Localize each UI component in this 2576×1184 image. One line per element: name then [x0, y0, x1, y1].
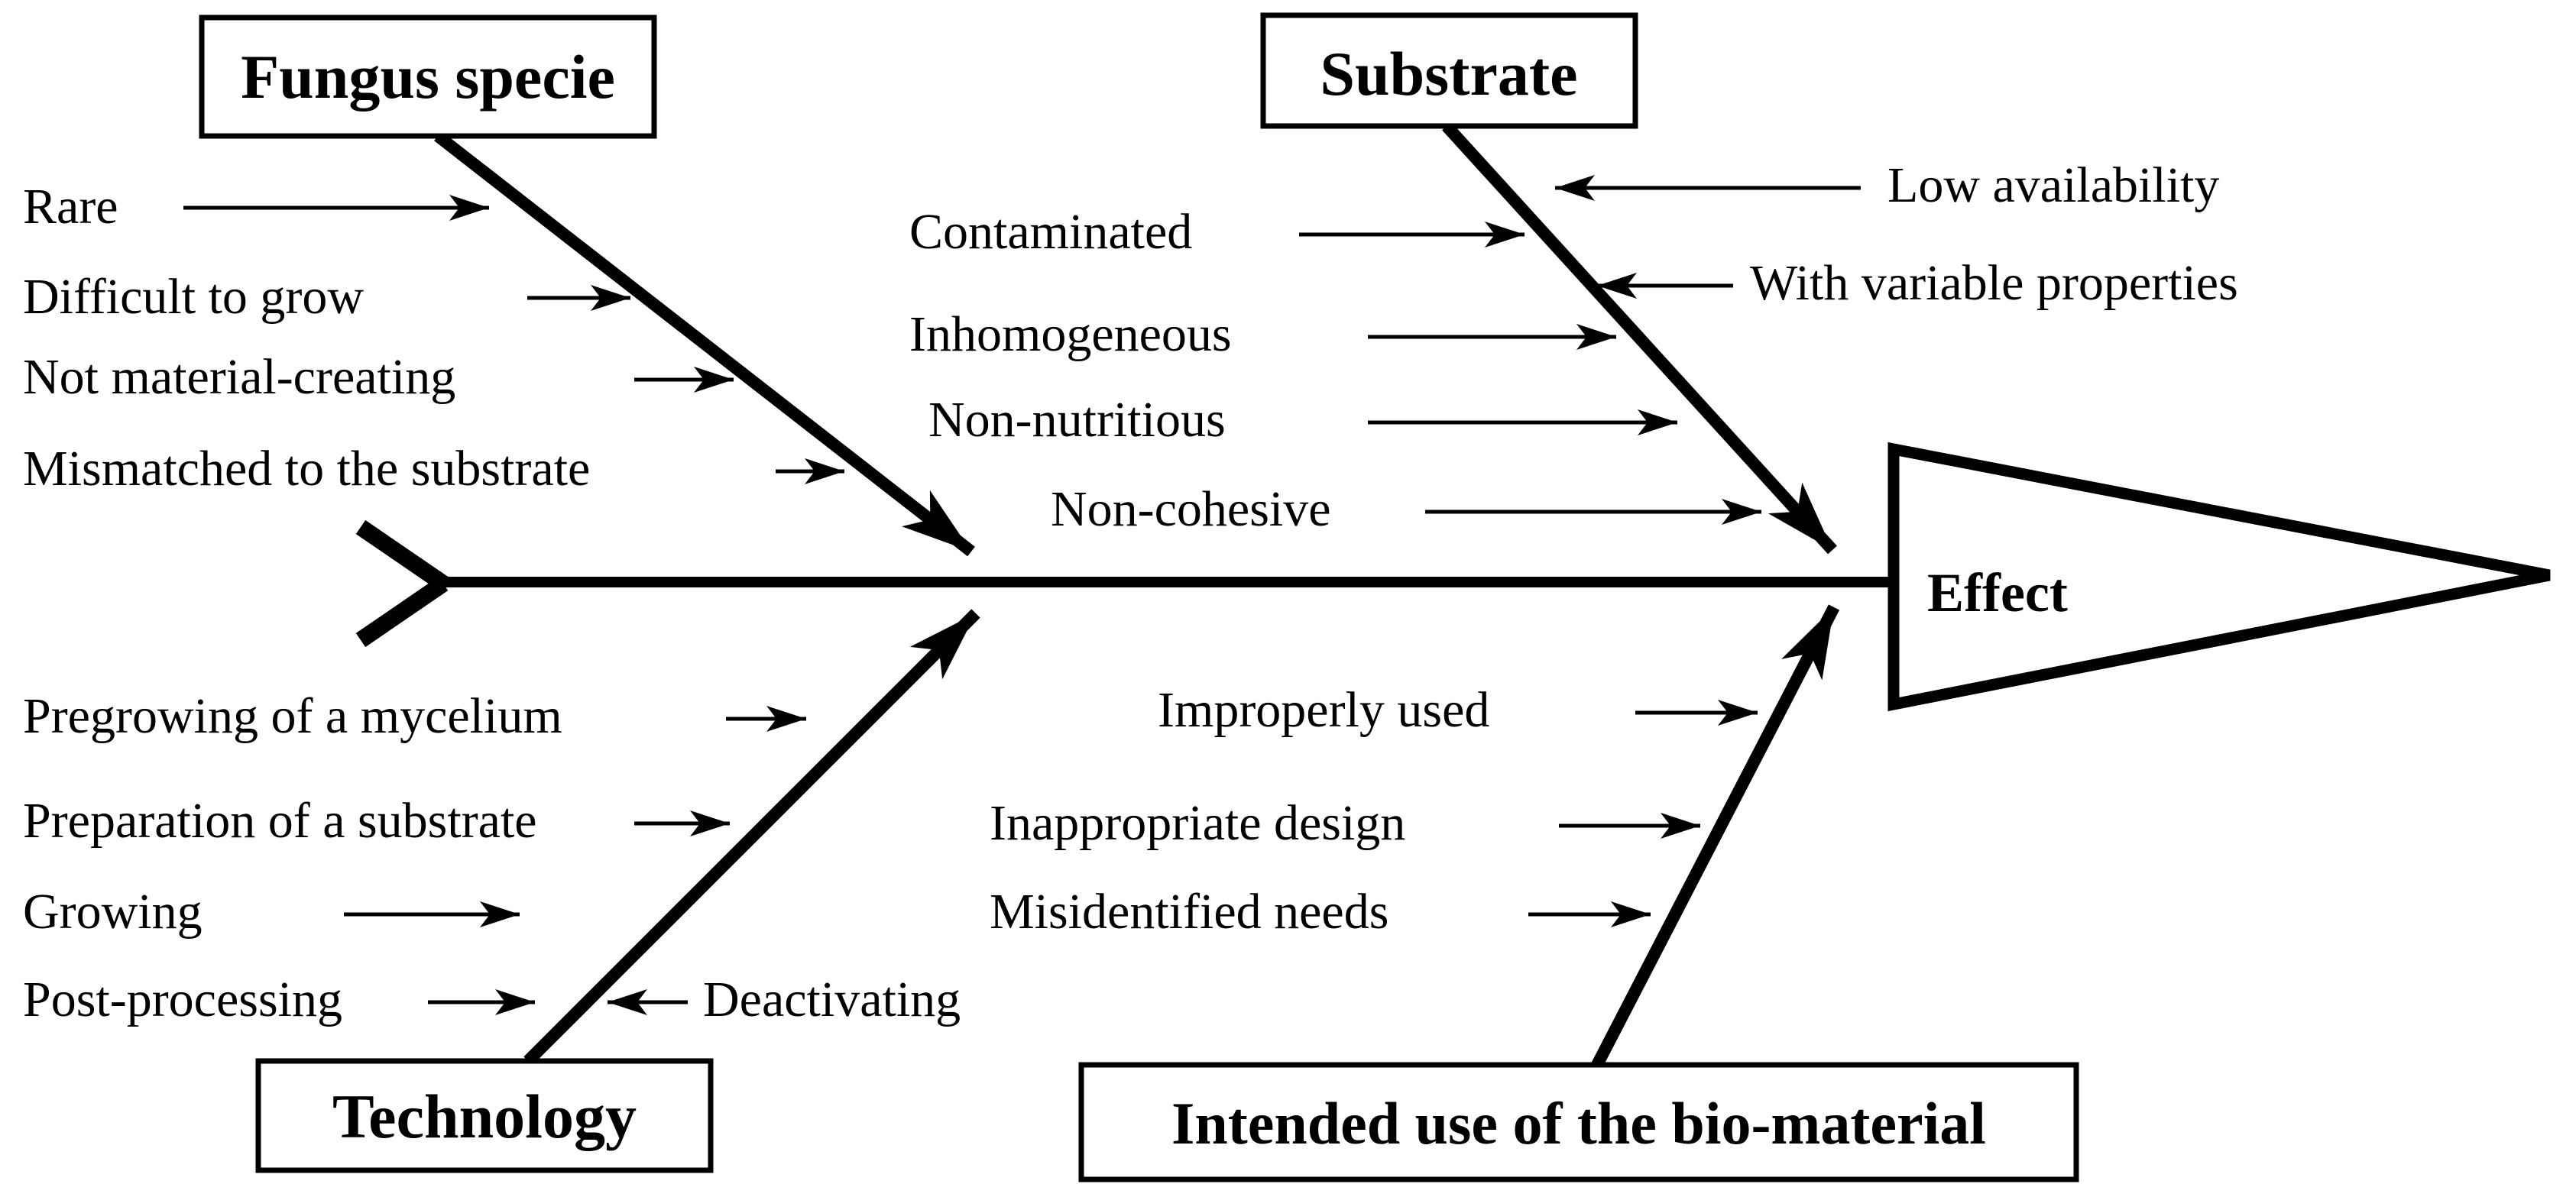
- fungus-branch-line: [434, 131, 975, 557]
- substrate-box: [1260, 12, 1638, 129]
- cause-label-non-cohesive: Non-cohesive: [1051, 481, 1331, 537]
- cause-label-difficult-to-grow: Difficult to grow: [23, 269, 364, 325]
- spine-group: [355, 519, 1889, 648]
- technology-box-label: Technology: [332, 1082, 637, 1151]
- cause-label-with-variable-properties: With variable properties: [1750, 255, 2238, 311]
- category-fungus: Fungus specie Rare Difficult to grow Not…: [23, 15, 975, 557]
- effect-triangle: [1887, 442, 2551, 712]
- category-intended-use: Intended use of the bio-material Imprope…: [990, 604, 2079, 1182]
- tail-upper-line: [355, 519, 449, 591]
- cause-label-pregrowing-mycelium: Pregrowing of a mycelium: [23, 688, 562, 744]
- cause-label-improperly-used: Improperly used: [1158, 682, 1489, 738]
- cause-label-low-availability: Low availability: [1887, 157, 2219, 213]
- fungus-box-label: Fungus specie: [241, 42, 615, 112]
- cause-label-non-nutritious: Non-nutritious: [928, 392, 1226, 448]
- cause-label-rare: Rare: [23, 179, 118, 235]
- intended-use-branch-line: [1591, 604, 1840, 1068]
- category-substrate: Substrate Contaminated Inhomogeneous Non…: [909, 12, 2238, 555]
- cause-label-inhomogeneous: Inhomogeneous: [909, 306, 1232, 362]
- substrate-box-label: Substrate: [1320, 39, 1577, 108]
- intended-use-box: [1078, 1062, 2079, 1182]
- substrate-branch-line: [1442, 121, 1837, 555]
- cause-label-misidentified-needs: Misidentified needs: [990, 884, 1388, 940]
- cause-label-deactivating: Deactivating: [703, 972, 961, 1027]
- tail-lower-line: [355, 576, 449, 648]
- category-technology: Technology Pregrowing of a mycelium Prep…: [23, 609, 980, 1173]
- effect-head: Effect: [1887, 442, 2551, 712]
- cause-label-preparation-substrate: Preparation of a substrate: [23, 793, 537, 849]
- fungus-box: [199, 15, 657, 139]
- cause-label-post-processing: Post-processing: [23, 972, 342, 1027]
- cause-label-mismatched-to-substrate: Mismatched to the substrate: [23, 441, 590, 497]
- technology-branch-line: [523, 609, 980, 1066]
- cause-label-inappropriate-design: Inappropriate design: [990, 795, 1405, 851]
- cause-label-not-material-creating: Not material-creating: [23, 349, 455, 405]
- intended-use-box-label: Intended use of the bio-material: [1171, 1090, 1986, 1157]
- cause-label-contaminated: Contaminated: [909, 204, 1192, 260]
- technology-box: [255, 1058, 714, 1173]
- cause-label-growing: Growing: [23, 884, 203, 940]
- effect-label: Effect: [1927, 562, 2068, 623]
